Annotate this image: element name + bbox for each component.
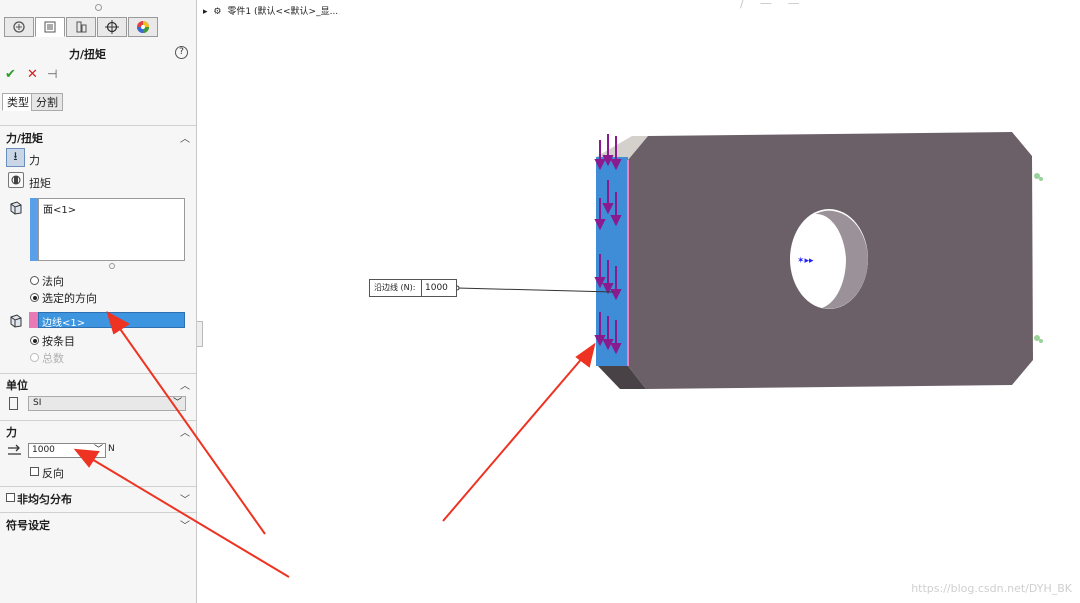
cancel-x-icon[interactable]: ✕ [27, 67, 38, 82]
pin-icon[interactable]: ⊣ [47, 67, 58, 81]
force-value-input[interactable]: 1000 ﹀ [28, 443, 106, 458]
expand-arrow-icon[interactable]: ▸ [203, 7, 208, 17]
force-arrow-icon[interactable]: ⭳ [6, 148, 25, 167]
face-selection-list[interactable]: 面<1> [30, 198, 185, 261]
feature-tree-icon [13, 21, 25, 33]
callout-label: 沿边线 (N): [370, 280, 422, 296]
manager-tabs [4, 17, 160, 38]
tab-dimxpert-manager[interactable] [97, 17, 127, 37]
nonuniform-section-title[interactable]: 非均匀分布 [17, 493, 72, 506]
face-entry[interactable]: 面<1> [43, 205, 77, 216]
part-bottom-face[interactable] [596, 364, 646, 389]
force-arrow-column-2 [602, 134, 614, 351]
divider [0, 512, 196, 513]
divider [0, 486, 196, 487]
total-label[interactable]: 总数 [42, 352, 64, 365]
edge-entry[interactable]: 边线<1> [42, 318, 86, 329]
hole-opening[interactable] [790, 209, 868, 309]
color-wheel-icon [137, 21, 149, 33]
tab-display-manager[interactable] [128, 17, 158, 37]
chevron-up-icon[interactable]: ︿ [180, 381, 190, 392]
part-top-face[interactable] [596, 136, 648, 160]
panel-grip[interactable] [95, 4, 102, 11]
chevron-down-icon[interactable]: ﹀ [180, 521, 190, 532]
selected-direction-radio[interactable] [30, 293, 39, 302]
feature-tree-flyout[interactable]: ▸ ⚙ 零件1 (默认<<默认>_显... [203, 4, 338, 17]
torque-option-label[interactable]: 扭矩 [29, 177, 51, 190]
unit-system-value: SI [33, 398, 42, 408]
configuration-icon [76, 21, 87, 33]
per-item-label[interactable]: 按条目 [42, 335, 75, 348]
property-list-icon [44, 21, 56, 33]
list-resize-handle[interactable] [109, 263, 115, 269]
watermark: https://blog.csdn.net/DYH_BK [911, 582, 1072, 595]
per-item-radio[interactable] [30, 336, 39, 345]
property-manager-panel: 力/扭矩 ? ✔ ✕ ⊣ 类型 分割 力/扭矩 ︿ ⭳ 力 扭矩 面<1> 法向… [0, 0, 197, 603]
direction-selection-field[interactable]: 边线<1> [38, 312, 185, 329]
force-value-callout[interactable]: 沿边线 (N): 1000 [369, 279, 457, 297]
reverse-direction-label[interactable]: 反向 [42, 467, 64, 480]
face-selection-icon [8, 200, 24, 216]
fixture-symbols [1034, 173, 1043, 343]
symbol-settings-section-title[interactable]: 符号设定 [6, 519, 50, 532]
divider [0, 373, 196, 374]
divider [0, 125, 196, 126]
crosshair-icon [105, 20, 119, 34]
torque-icon[interactable] [8, 172, 24, 188]
tab-split[interactable]: 分割 [31, 93, 63, 111]
faded-title-text: / — — [740, 0, 806, 10]
callout-value[interactable]: 1000 [425, 283, 448, 293]
nonuniform-checkbox[interactable] [6, 493, 15, 502]
part-front-face[interactable] [628, 132, 1033, 389]
tab-configuration-manager[interactable] [66, 17, 96, 37]
normal-direction-label[interactable]: 法向 [42, 275, 64, 288]
chevron-down-icon[interactable]: ﹀ [180, 495, 190, 506]
selection-color-swatch [30, 198, 38, 261]
force-section-title[interactable]: 力 [6, 426, 17, 439]
part-model[interactable]: ✶▸▸ [596, 132, 1033, 389]
part-icon: ⚙ [213, 7, 222, 17]
fixture-marker: ✶▸▸ [797, 256, 814, 266]
callout-leader-line [456, 287, 614, 293]
force-arrow-column-1 [594, 140, 606, 347]
force-value: 1000 [32, 445, 55, 455]
hole-inner-wall [815, 210, 868, 309]
part-name[interactable]: 零件1 (默认<<默认>_显... [227, 7, 339, 17]
chevron-up-icon[interactable]: ︿ [180, 428, 190, 439]
chevron-up-icon[interactable]: ︿ [180, 134, 190, 145]
direction-color-swatch [29, 312, 38, 328]
unit-system-select[interactable]: SI ﹀ [28, 396, 186, 411]
chevron-down-icon[interactable]: ﹀ [93, 445, 103, 455]
divider [0, 420, 196, 421]
reverse-direction-checkbox[interactable] [30, 467, 39, 476]
tab-feature-manager[interactable] [4, 17, 34, 37]
total-radio[interactable] [30, 353, 39, 362]
panel-collapse-handle[interactable] [197, 321, 203, 347]
force-arrow-column-3 [610, 136, 622, 355]
force-option-label[interactable]: 力 [29, 154, 40, 167]
help-icon[interactable]: ? [175, 46, 188, 59]
force-arrows [594, 134, 622, 355]
direction-reference-icon [8, 313, 24, 329]
force-unit-label: N [108, 444, 115, 454]
force-torque-section-title[interactable]: 力/扭矩 [6, 132, 44, 145]
normal-direction-radio[interactable] [30, 276, 39, 285]
annotation-arrow-to-selected-edge [442, 342, 596, 522]
tab-type[interactable]: 类型 [2, 93, 34, 111]
force-value-icon [7, 444, 23, 460]
unit-system-icon [9, 397, 18, 410]
selected-edge-face[interactable] [596, 157, 628, 366]
selected-direction-label[interactable]: 选定的方向 [42, 292, 97, 305]
panel-title: 力/扭矩 [68, 48, 107, 61]
tab-property-manager[interactable] [35, 17, 65, 37]
ok-check-icon[interactable]: ✔ [5, 67, 16, 82]
chevron-down-icon: ﹀ [172, 398, 182, 408]
units-section-title[interactable]: 单位 [6, 379, 28, 392]
